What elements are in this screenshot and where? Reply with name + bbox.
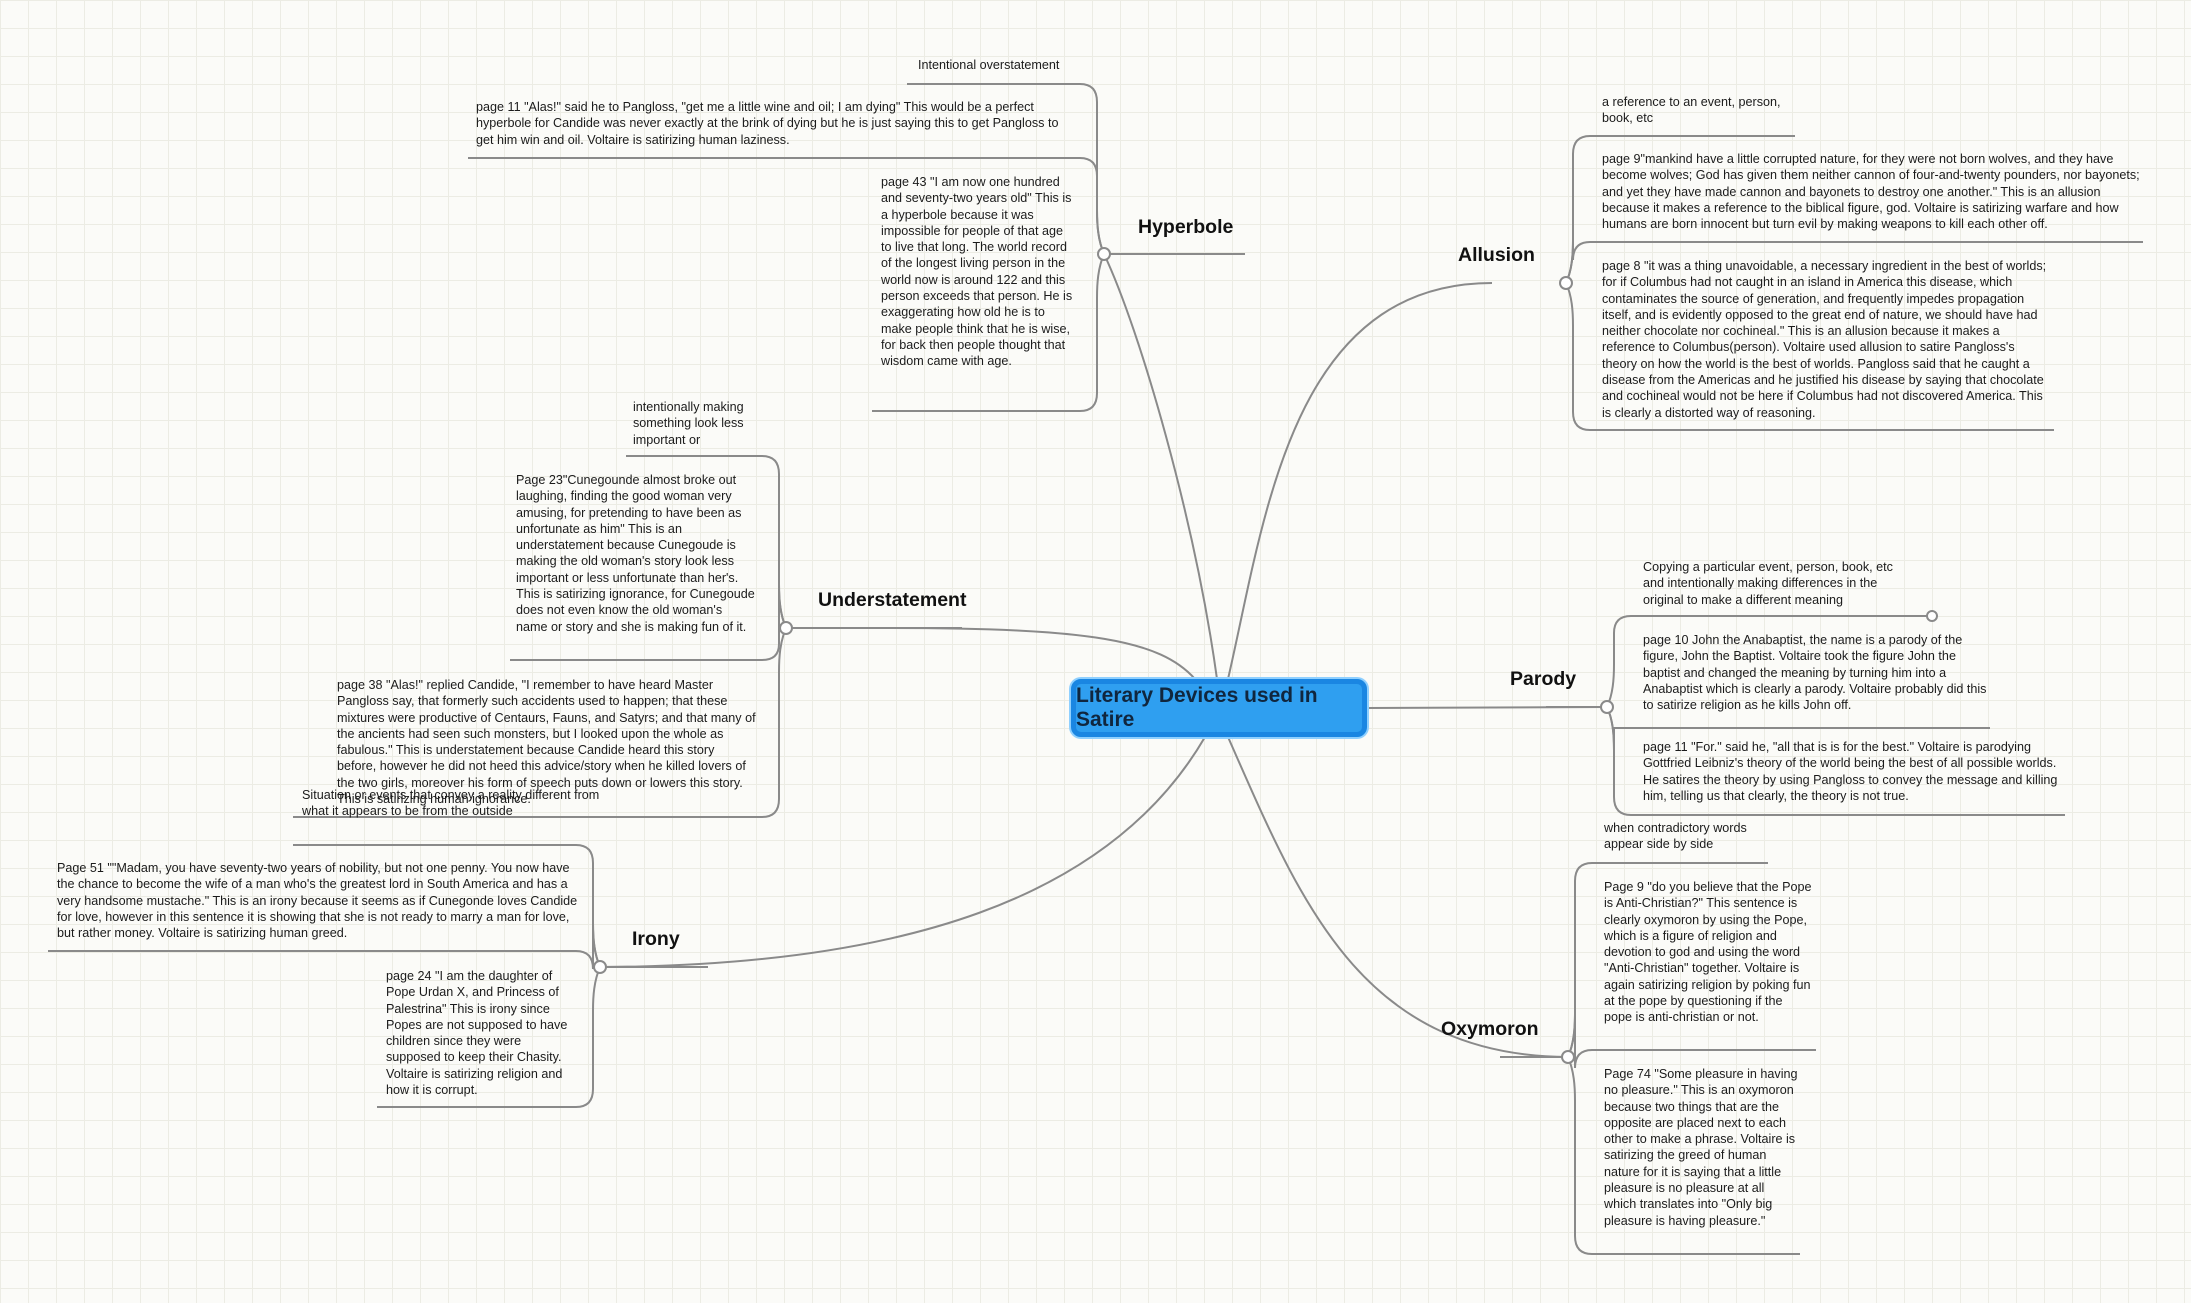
allusion-example-page-9[interactable]: page 9"mankind have a little corrupted n…	[1602, 152, 2140, 232]
hyperbole-definition[interactable]: Intentional overstatement	[918, 58, 1060, 72]
oxymoron-example-page-74[interactable]: Page 74 "Some pleasure in having no plea…	[1604, 1067, 1798, 1228]
hyperbole-example-page-43[interactable]: page 43 "I am now one hundred and sevent…	[881, 175, 1073, 369]
topic-allusion[interactable]: Allusion	[1458, 244, 1535, 267]
parody-example-page-11[interactable]: page 11 "For." said he, "all that is is …	[1643, 740, 2058, 803]
topic-label: Hyperbole	[1138, 216, 1234, 238]
understatement-example-page-23[interactable]: Page 23"Cunegounde almost broke out laug…	[516, 473, 755, 634]
irony-example-page-51[interactable]: Page 51 ""Madam, you have seventy-two ye…	[57, 861, 578, 941]
irony-definition[interactable]: Situation or events that convey a realit…	[302, 788, 600, 819]
topic-hyperbole[interactable]: Hyperbole	[1138, 216, 1233, 239]
irony-example-page-24[interactable]: page 24 "I am the daughter of Pope Urdan…	[386, 969, 568, 1098]
topic-label: Understatement	[818, 589, 967, 611]
topic-label: Allusion	[1458, 244, 1535, 266]
parody-definition[interactable]: Copying a particular event, person, book…	[1643, 560, 1893, 607]
understatement-definition[interactable]: intentionally making something look less…	[633, 400, 744, 447]
allusion-definition[interactable]: a reference to an event, person, book, e…	[1602, 95, 1781, 126]
topic-label: Oxymoron	[1441, 1018, 1539, 1040]
topic-oxymoron[interactable]: Oxymoron	[1441, 1018, 1539, 1041]
parody-example-page-10[interactable]: page 10 John the Anabaptist, the name is…	[1643, 633, 1987, 713]
topic-understatement[interactable]: Understatement	[818, 589, 966, 612]
allusion-example-page-8[interactable]: page 8 "it was a thing unavoidable, a ne…	[1602, 259, 2047, 420]
topic-irony[interactable]: Irony	[632, 928, 680, 951]
oxymoron-example-page-9[interactable]: Page 9 "do you believe that the Pope is …	[1604, 880, 1812, 1025]
understatement-example-page-38[interactable]: page 38 "Alas!" replied Candide, "I reme…	[337, 678, 756, 807]
central-topic-label: Literary Devices used in Satire	[1076, 684, 1318, 731]
oxymoron-definition[interactable]: when contradictory words appear side by …	[1604, 821, 1747, 852]
topic-label: Parody	[1510, 668, 1577, 690]
topic-label: Irony	[632, 928, 680, 950]
hyperbole-example-page-11[interactable]: page 11 "Alas!" said he to Pangloss, "ge…	[476, 100, 1059, 147]
topic-parody[interactable]: Parody	[1510, 668, 1576, 691]
central-topic[interactable]: Literary Devices used in Satire	[1071, 679, 1367, 737]
